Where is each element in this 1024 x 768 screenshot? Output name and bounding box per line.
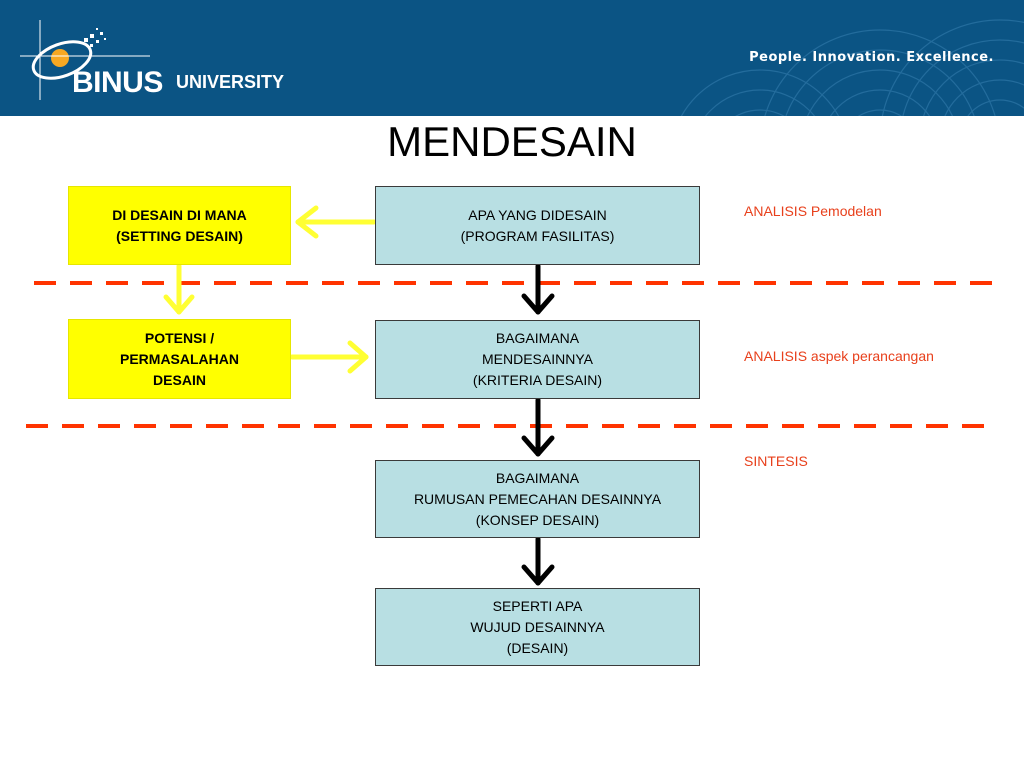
box-kriteria-desain: BAGAIMANA MENDESAINNYA (KRITERIA DESAIN): [375, 320, 700, 399]
box-wujud-desain-text: SEPERTI APA WUJUD DESAINNYA (DESAIN): [470, 597, 605, 656]
arrow-potensi-to-kriteria: [289, 340, 369, 374]
logo-university-text: UNIVERSITY: [176, 72, 285, 92]
slide-title: MENDESAIN: [387, 118, 637, 165]
box-program-fasilitas-text: APA YANG DIDESAIN (PROGRAM FASILITAS): [460, 206, 615, 244]
arrow-setting-to-potensi: [163, 263, 195, 315]
box-konsep-desain-text: BAGAIMANA RUMUSAN PEMECAHAN DESAINNYA (K…: [413, 469, 662, 528]
header-tagline: People. Innovation. Excellence.: [749, 50, 994, 65]
box-program-fasilitas: APA YANG DIDESAIN (PROGRAM FASILITAS): [375, 186, 700, 265]
logo-binus-text: BINUS: [72, 66, 163, 99]
box-konsep-desain: BAGAIMANA RUMUSAN PEMECAHAN DESAINNYA (K…: [375, 460, 700, 538]
box-wujud-desain: SEPERTI APA WUJUD DESAINNYA (DESAIN): [375, 588, 700, 666]
arrow-program-to-setting: [295, 205, 377, 239]
arrow-program-to-kriteria: [521, 263, 555, 315]
box-potensi-permasalahan: POTENSI / PERMASALAHAN DESAIN: [68, 319, 291, 399]
label-analisis-perancangan: ANALISIS aspek perancangan: [744, 348, 934, 364]
box-potensi-permasalahan-text: POTENSI / PERMASALAHAN DESAIN: [120, 329, 239, 388]
header-wave-pattern: [680, 19, 1024, 116]
box-setting-desain: DI DESAIN DI MANA (SETTING DESAIN): [68, 186, 291, 265]
arrow-kriteria-to-konsep: [521, 397, 555, 457]
label-analisis-pemodelan: ANALISIS Pemodelan: [744, 203, 882, 219]
box-setting-desain-text: DI DESAIN DI MANA (SETTING DESAIN): [112, 206, 247, 244]
binus-logo-icon: [20, 20, 150, 100]
label-sintesis: SINTESIS: [744, 453, 808, 469]
arrow-konsep-to-desain: [521, 536, 555, 586]
box-kriteria-desain-text: BAGAIMANA MENDESAINNYA (KRITERIA DESAIN): [472, 330, 603, 388]
header-banner: BINUS UNIVERSITY People. Innovation. Exc…: [0, 0, 1024, 116]
